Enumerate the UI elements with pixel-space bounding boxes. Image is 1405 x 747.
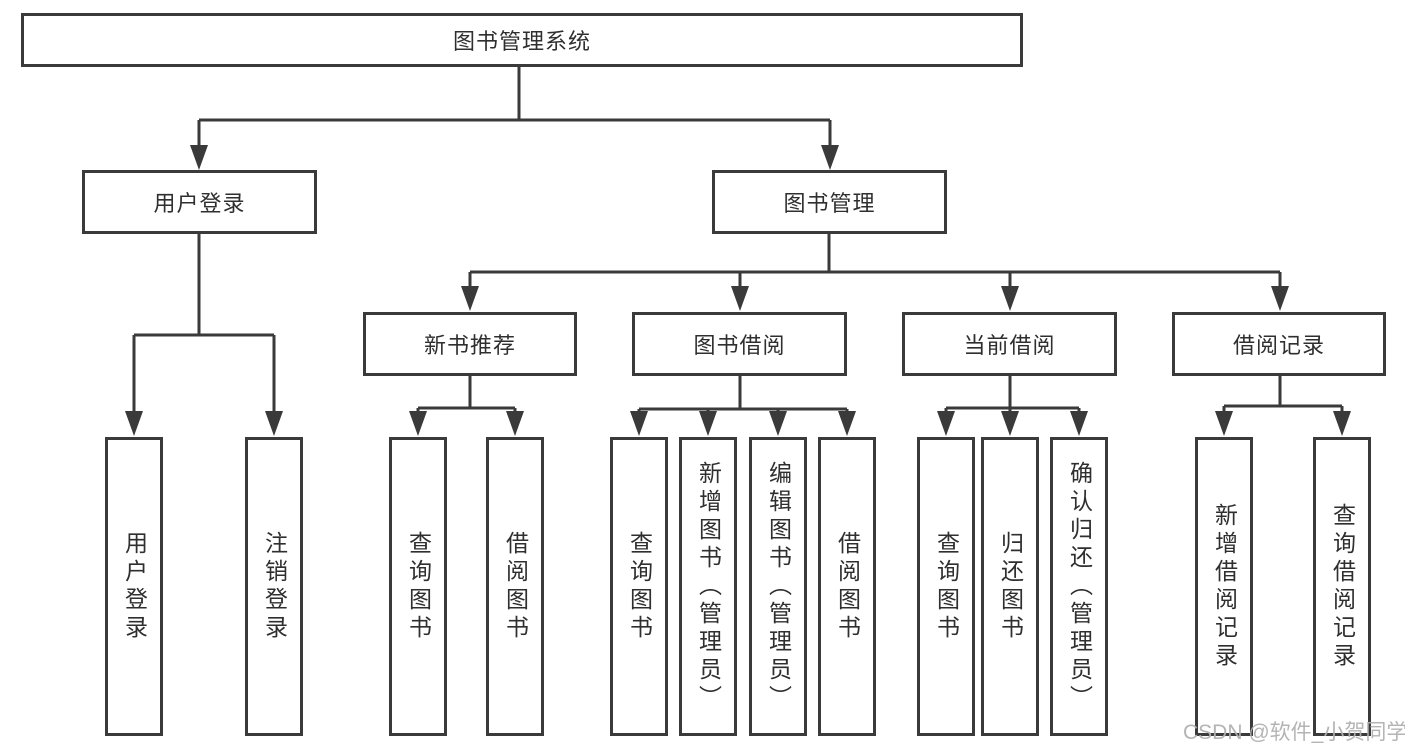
node-new-book-recommendation: 新书推荐 [363,312,577,376]
leaf-query-books-borrowing: 查询图书 [610,437,668,736]
leaf-borrow-books-label: 借阅图书 [834,530,861,643]
leaf-user-login: 用户登录 [105,437,163,736]
node-borrowing-records: 借阅记录 [1172,312,1386,376]
leaf-edit-books-admin: 编辑图书（管理员） [749,437,807,736]
leaf-query-books-recommend: 查询图书 [389,437,447,736]
leaf-query-borrow-record-label: 查询借阅记录 [1329,502,1356,671]
node-library-management-system-label: 图书管理系统 [452,29,591,54]
leaf-edit-books-admin-label: 编辑图书（管理员） [765,460,792,713]
csdn-watermark: CSDN @软件_小贺同学 [1183,721,1405,744]
node-current-borrowing: 当前借阅 [902,312,1117,376]
leaf-user-login-label: 用户登录 [121,530,148,643]
node-current-borrowing-label: 当前借阅 [963,333,1056,358]
leaf-borrow-books-recommend-label: 借阅图书 [502,530,529,643]
leaf-logout-label: 注销登录 [261,530,288,643]
leaf-query-books-current-label: 查询图书 [933,530,960,643]
leaf-add-borrow-record-label: 新增借阅记录 [1211,502,1238,671]
node-book-borrowing: 图书借阅 [632,312,847,376]
node-new-book-recommendation-label: 新书推荐 [423,333,516,358]
node-book-management: 图书管理 [712,170,947,234]
leaf-confirm-return-admin-label: 确认归还（管理员） [1066,460,1093,713]
node-book-borrowing-label: 图书借阅 [693,333,786,358]
node-user-login-label: 用户登录 [153,191,246,216]
node-book-management-label: 图书管理 [783,191,876,216]
leaf-borrow-books: 借阅图书 [818,437,876,736]
leaf-query-books-recommend-label: 查询图书 [405,530,432,643]
leaf-query-books-borrowing-label: 查询图书 [626,530,653,643]
leaf-add-borrow-record: 新增借阅记录 [1195,437,1253,736]
leaf-query-books-current: 查询图书 [917,437,975,736]
leaf-confirm-return-admin: 确认归还（管理员） [1050,437,1108,736]
leaf-query-borrow-record: 查询借阅记录 [1313,437,1371,736]
leaf-add-books-admin-label: 新增图书（管理员） [695,460,722,713]
node-borrowing-records-label: 借阅记录 [1232,333,1325,358]
leaf-return-books-label: 归还图书 [997,530,1024,643]
leaf-logout: 注销登录 [245,437,303,736]
leaf-add-books-admin: 新增图书（管理员） [679,437,737,736]
arrowheads [125,145,1351,436]
node-user-login: 用户登录 [82,170,317,234]
leaf-return-books: 归还图书 [981,437,1039,736]
node-library-management-system: 图书管理系统 [21,13,1023,67]
leaf-borrow-books-recommend: 借阅图书 [486,437,544,736]
